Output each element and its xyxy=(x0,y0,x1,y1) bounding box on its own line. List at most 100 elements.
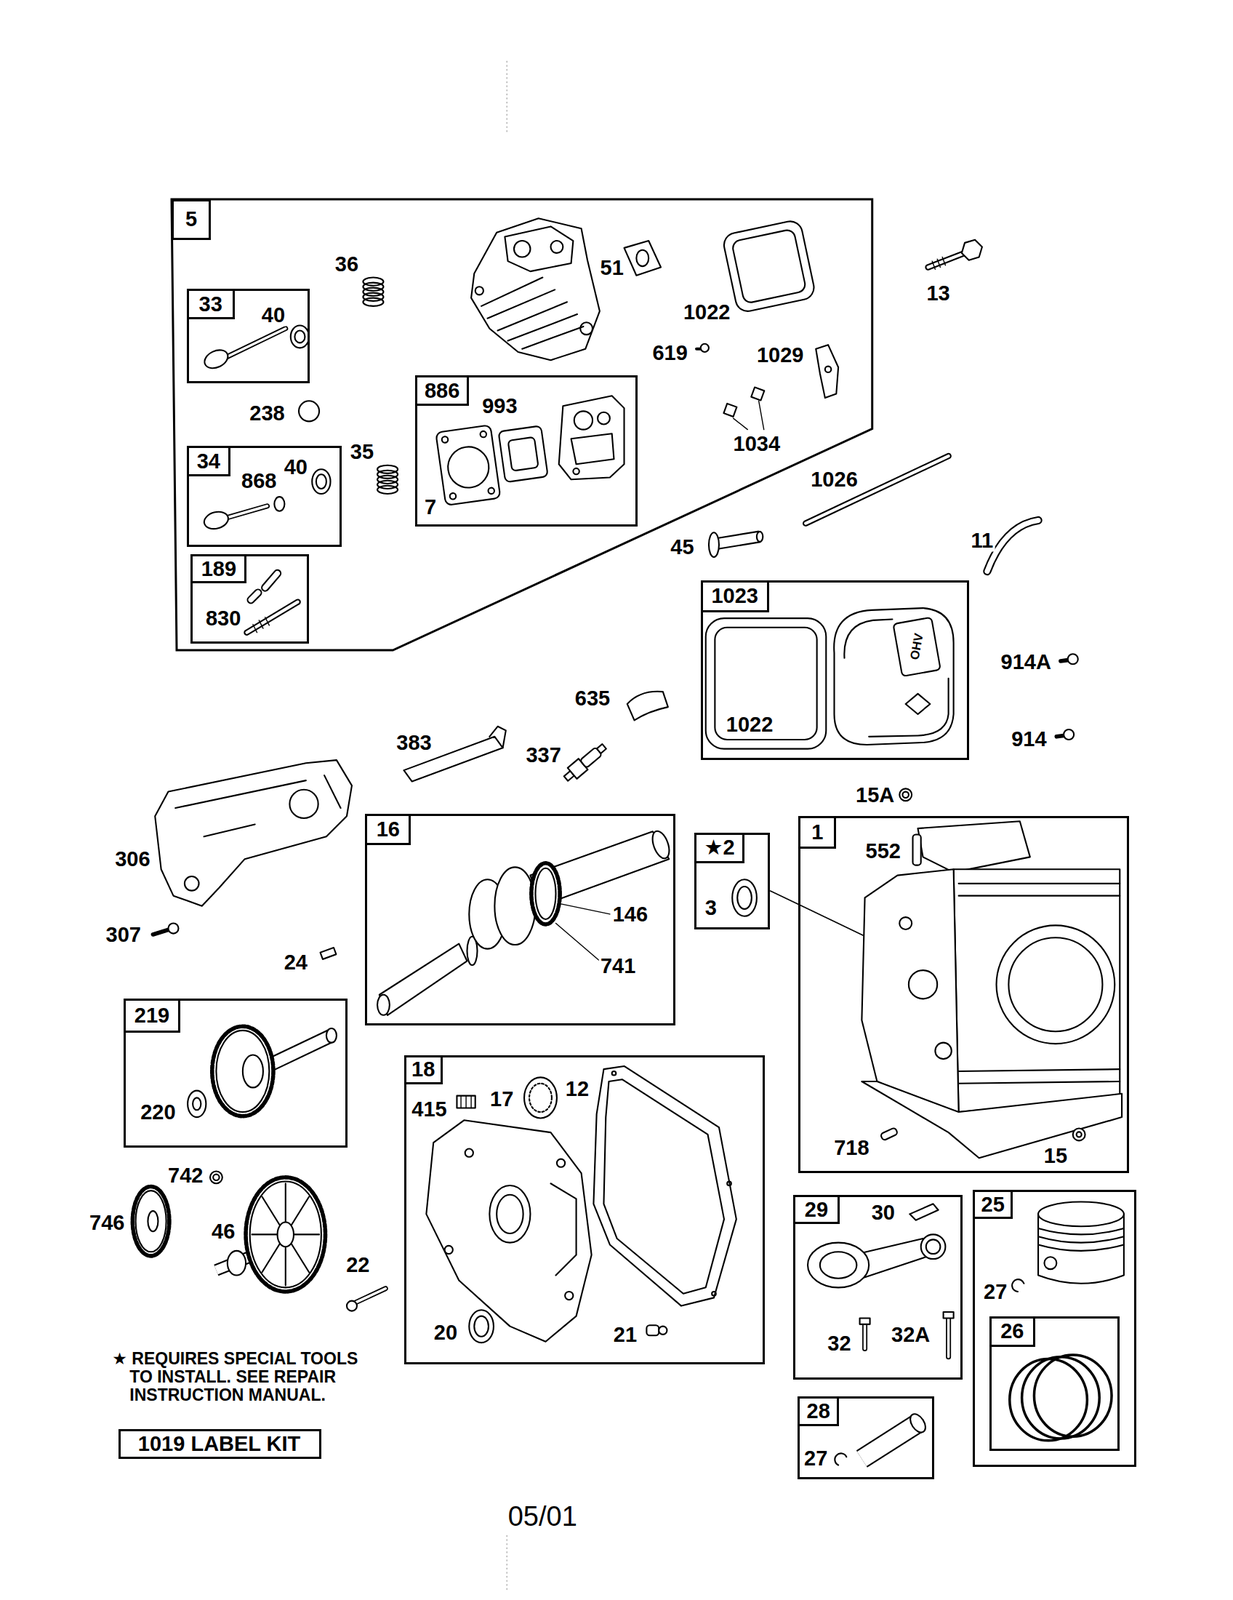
part-drawing xyxy=(961,239,983,261)
part-drawing xyxy=(708,532,720,557)
part-drawing xyxy=(506,1534,508,1591)
callout-number: 32 xyxy=(825,1331,853,1355)
parts-group-box: 155271815 xyxy=(798,815,1130,1173)
callout-number: 742 xyxy=(166,1163,205,1187)
callout-number: 868 xyxy=(239,468,278,492)
callout-number: 30 xyxy=(870,1200,897,1223)
callout-number: 15 xyxy=(1042,1144,1069,1167)
part-drawing xyxy=(465,1148,474,1157)
part-drawing xyxy=(212,1025,274,1116)
part-drawing xyxy=(474,1315,489,1337)
part-drawing xyxy=(290,324,309,348)
part-drawing xyxy=(449,492,457,501)
part-drawing xyxy=(246,601,298,633)
part-drawing xyxy=(298,400,320,421)
part-drawing xyxy=(1060,660,1068,661)
callout-number: 914 xyxy=(1009,727,1048,750)
part-drawing xyxy=(265,572,278,588)
part-drawing xyxy=(658,1326,667,1335)
part-drawing xyxy=(274,496,285,512)
part-drawing xyxy=(508,436,539,472)
part-drawing xyxy=(987,519,1039,571)
callout-number: 21 xyxy=(612,1322,639,1345)
part-drawing xyxy=(636,250,649,267)
part-drawing xyxy=(556,903,610,960)
part-drawing xyxy=(498,425,549,483)
group-number: 5 xyxy=(171,199,212,240)
part-drawing xyxy=(531,862,560,925)
part-drawing xyxy=(246,601,298,633)
footnote: ★ REQUIRES SPECIAL TOOLS TO INSTALL. SEE… xyxy=(111,1348,368,1405)
part-drawing xyxy=(700,343,709,352)
part-drawing xyxy=(551,1182,577,1275)
part-drawing xyxy=(1033,1354,1112,1436)
part-drawing xyxy=(252,617,269,633)
parts-group-box: 3486840 xyxy=(186,445,342,547)
part-drawing xyxy=(863,1323,867,1349)
part-drawing xyxy=(460,1095,472,1108)
part-drawing xyxy=(926,1238,941,1254)
group-number: 16 xyxy=(364,813,411,845)
part-drawing xyxy=(147,1210,158,1231)
part-drawing xyxy=(529,1083,552,1112)
part-drawing xyxy=(624,240,662,276)
part-drawing xyxy=(471,218,600,360)
callout-number: 32A xyxy=(889,1322,932,1345)
part-drawing xyxy=(646,1324,659,1335)
part-drawing xyxy=(714,627,817,740)
part-drawing xyxy=(265,572,278,588)
part-drawing xyxy=(815,344,839,398)
part-drawing xyxy=(294,330,305,344)
part-drawing xyxy=(737,886,752,909)
part-drawing xyxy=(320,947,337,959)
part-drawing xyxy=(1067,653,1079,664)
callout-number: 830 xyxy=(204,607,243,630)
group-number: 26 xyxy=(989,1315,1036,1347)
group-number: 1 xyxy=(798,815,837,849)
part-drawing xyxy=(267,1035,332,1066)
part-drawing xyxy=(711,1291,717,1296)
group-number: 189 xyxy=(190,553,247,584)
kit-label: 1019 LABEL KIT xyxy=(136,1431,302,1455)
callout-number: 415 xyxy=(410,1097,448,1120)
part-drawing xyxy=(807,1242,869,1288)
part-drawing xyxy=(1063,729,1074,740)
part-drawing xyxy=(487,487,496,495)
part-drawing xyxy=(905,693,931,714)
part-drawing xyxy=(996,924,1116,1044)
parts-group-box: 8869937 xyxy=(415,375,638,527)
part-drawing xyxy=(154,759,352,906)
callout-number: 383 xyxy=(394,731,433,754)
part-drawing xyxy=(426,1119,592,1341)
part-drawing xyxy=(316,474,327,489)
part-drawing xyxy=(435,424,501,506)
part-drawing xyxy=(228,505,267,517)
callout-number: 35 xyxy=(348,440,376,464)
part-drawing xyxy=(934,1042,951,1059)
callout-number: 46 xyxy=(210,1219,237,1243)
part-drawing xyxy=(435,424,501,506)
parts-group-box: 252726 xyxy=(972,1189,1136,1468)
part-drawing xyxy=(498,425,549,483)
parts-group-box: 10231022 xyxy=(700,580,970,760)
part-drawing xyxy=(913,834,922,866)
part-drawing xyxy=(574,410,593,429)
group-number: 28 xyxy=(797,1395,840,1426)
part-drawing xyxy=(861,1422,918,1459)
parts-group-box: 3340 xyxy=(186,288,311,384)
part-drawing xyxy=(833,607,954,745)
part-drawing xyxy=(481,277,584,349)
part-drawing xyxy=(572,468,579,475)
part-drawing xyxy=(167,923,179,934)
parts-group-box: 1841517122021 xyxy=(404,1054,766,1364)
part-drawing xyxy=(535,868,556,919)
group-number: 29 xyxy=(793,1194,839,1225)
callout-number: 741 xyxy=(599,954,637,978)
callout-number: 337 xyxy=(524,743,562,767)
part-drawing xyxy=(267,1035,332,1066)
part-drawing xyxy=(932,257,946,270)
part-drawing xyxy=(346,1300,357,1311)
callout-number: 13 xyxy=(924,281,951,304)
callout-number: 1022 xyxy=(681,300,733,324)
part-drawing xyxy=(571,433,615,464)
